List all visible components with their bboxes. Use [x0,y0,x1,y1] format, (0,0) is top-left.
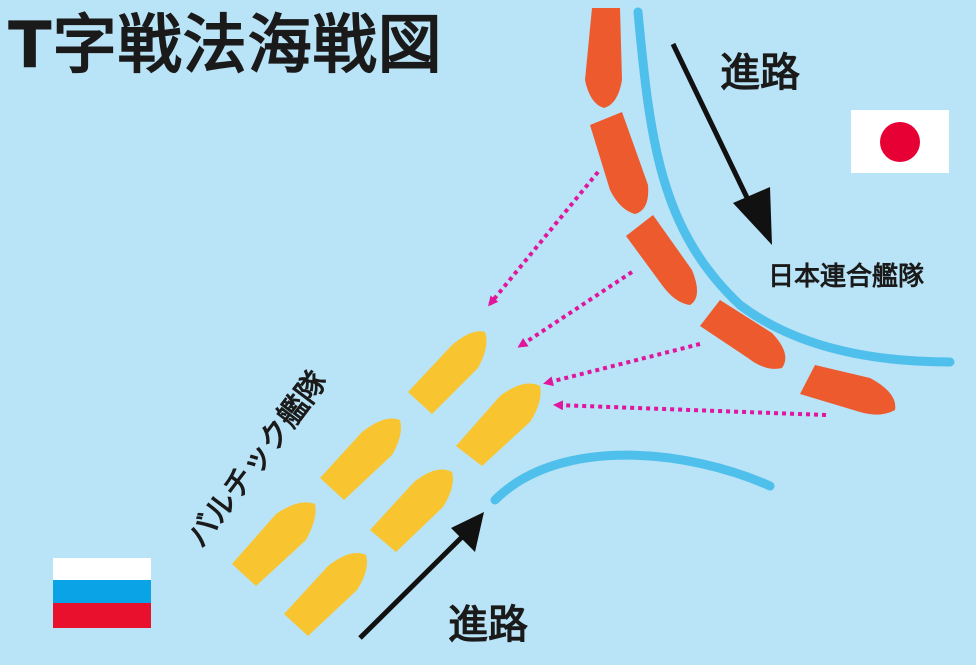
japan-ship [626,215,698,305]
baltic-ship [320,418,401,500]
russia-flag-icon [53,558,151,628]
baltic-ship [370,469,453,552]
baltic-ship [284,553,367,636]
route-arrow-japan [670,42,772,245]
fire-arrow [517,270,634,348]
fire-arrows [488,170,827,417]
fire-arrow [553,400,827,417]
russia-route-label: 進路 [448,602,528,648]
fire-arrow [488,170,600,307]
japan-ship [585,8,622,108]
japan-ship [800,365,896,415]
japan-course-line [633,7,955,367]
route-arrow-russia [358,512,484,640]
japan-ship [590,112,649,214]
baltic-ship [232,502,316,586]
japan-fleet-label: 日本連合艦隊 [768,262,925,292]
page-title: T字戦法海戦図 [8,9,443,83]
baltic-fleet [232,331,541,636]
japan-fleet [585,8,896,415]
baltic-course-line [490,450,775,505]
japan-route-label: 進路 [720,50,800,96]
japan-flag-icon [851,110,949,173]
fire-arrow [543,342,701,387]
baltic-ship [456,383,541,466]
japan-ship [700,300,786,369]
baltic-ship [408,331,487,414]
